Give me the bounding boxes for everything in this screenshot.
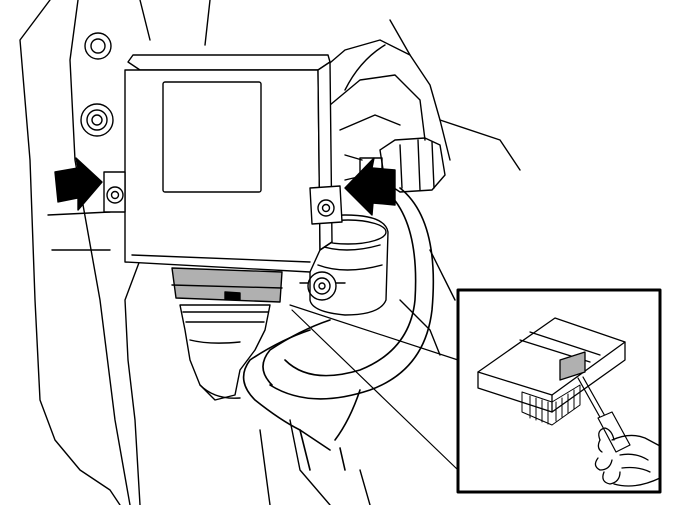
callout-lines [289,304,459,471]
inset-screwdriver [577,376,631,453]
mounting-bolt-holes [80,32,114,137]
inset-connector-pins [521,384,581,426]
wiring-harness [242,187,435,471]
module-mount-tab-left [103,171,126,213]
lower-connector-housing [179,304,271,401]
arrow-right-icon [54,157,103,211]
module-mount-tab-right [309,185,343,225]
airbag-control-module [124,54,333,303]
inset-hand [594,427,661,487]
arrow-left-icon [344,157,396,216]
bolt-hole-middle [80,103,114,137]
right-bracket-structure [309,19,521,356]
bolt-hole-upper [84,32,112,60]
module-retaining-bolt-lower [299,271,346,301]
detail-inset [456,288,662,494]
module-connector [171,267,283,303]
inset-connector-body [477,317,626,413]
